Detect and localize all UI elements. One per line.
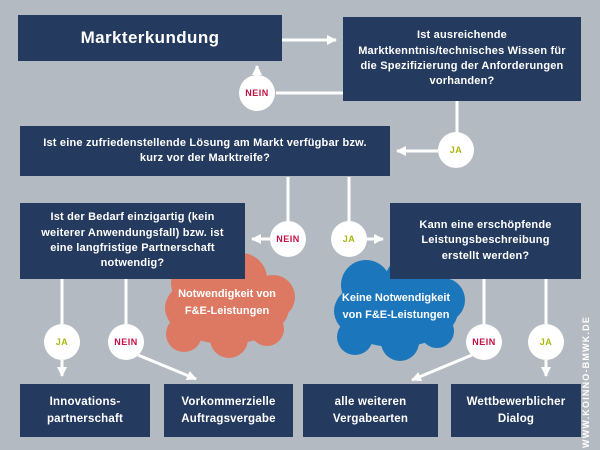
decision-nein-to-markterkundung: NEIN xyxy=(239,75,275,111)
decision-ja-to-solution: JA xyxy=(438,132,474,168)
result-dialog-box: Wettbewerblicher Dialog xyxy=(451,384,581,437)
need-rd-cloud-shape xyxy=(165,253,295,358)
result-other-box: alle weiteren Vergabearten xyxy=(303,384,438,437)
question-knowledge-box: Ist ausreichende Marktkenntnis/technisch… xyxy=(343,17,581,101)
no-need-rd-cloud-label: Keine Notwendigkeit von F&E-Leistungen xyxy=(341,292,451,321)
watermark: WWW.KOINNO-BMWK.DE xyxy=(581,315,591,448)
title-box: Markterkundung xyxy=(18,15,282,61)
decision-nein-to-precommercial: NEIN xyxy=(108,324,144,360)
result-innovation-box: Innovations- partnerschaft xyxy=(20,384,150,437)
decision-ja-to-innovation: JA xyxy=(44,324,80,360)
question-spec-box: Kann eine erschöpfende Leistungsbeschrei… xyxy=(390,203,581,279)
need-rd-cloud-label: Notwendigkeit von F&E-Leistungen xyxy=(178,288,276,317)
question-unique-box: Ist der Bedarf einzigartig (kein weitere… xyxy=(20,203,245,279)
decision-ja-to-spec: JA xyxy=(331,221,367,257)
decision-ja-to-dialog: JA xyxy=(528,324,564,360)
decision-nein-to-other: NEIN xyxy=(466,324,502,360)
question-solution-box: Ist eine zufriedenstellende Lösung am Ma… xyxy=(20,126,390,176)
result-precommercial-box: Vorkommerzielle Auftragsvergabe xyxy=(164,384,293,437)
decision-nein-to-unique: NEIN xyxy=(270,221,306,257)
